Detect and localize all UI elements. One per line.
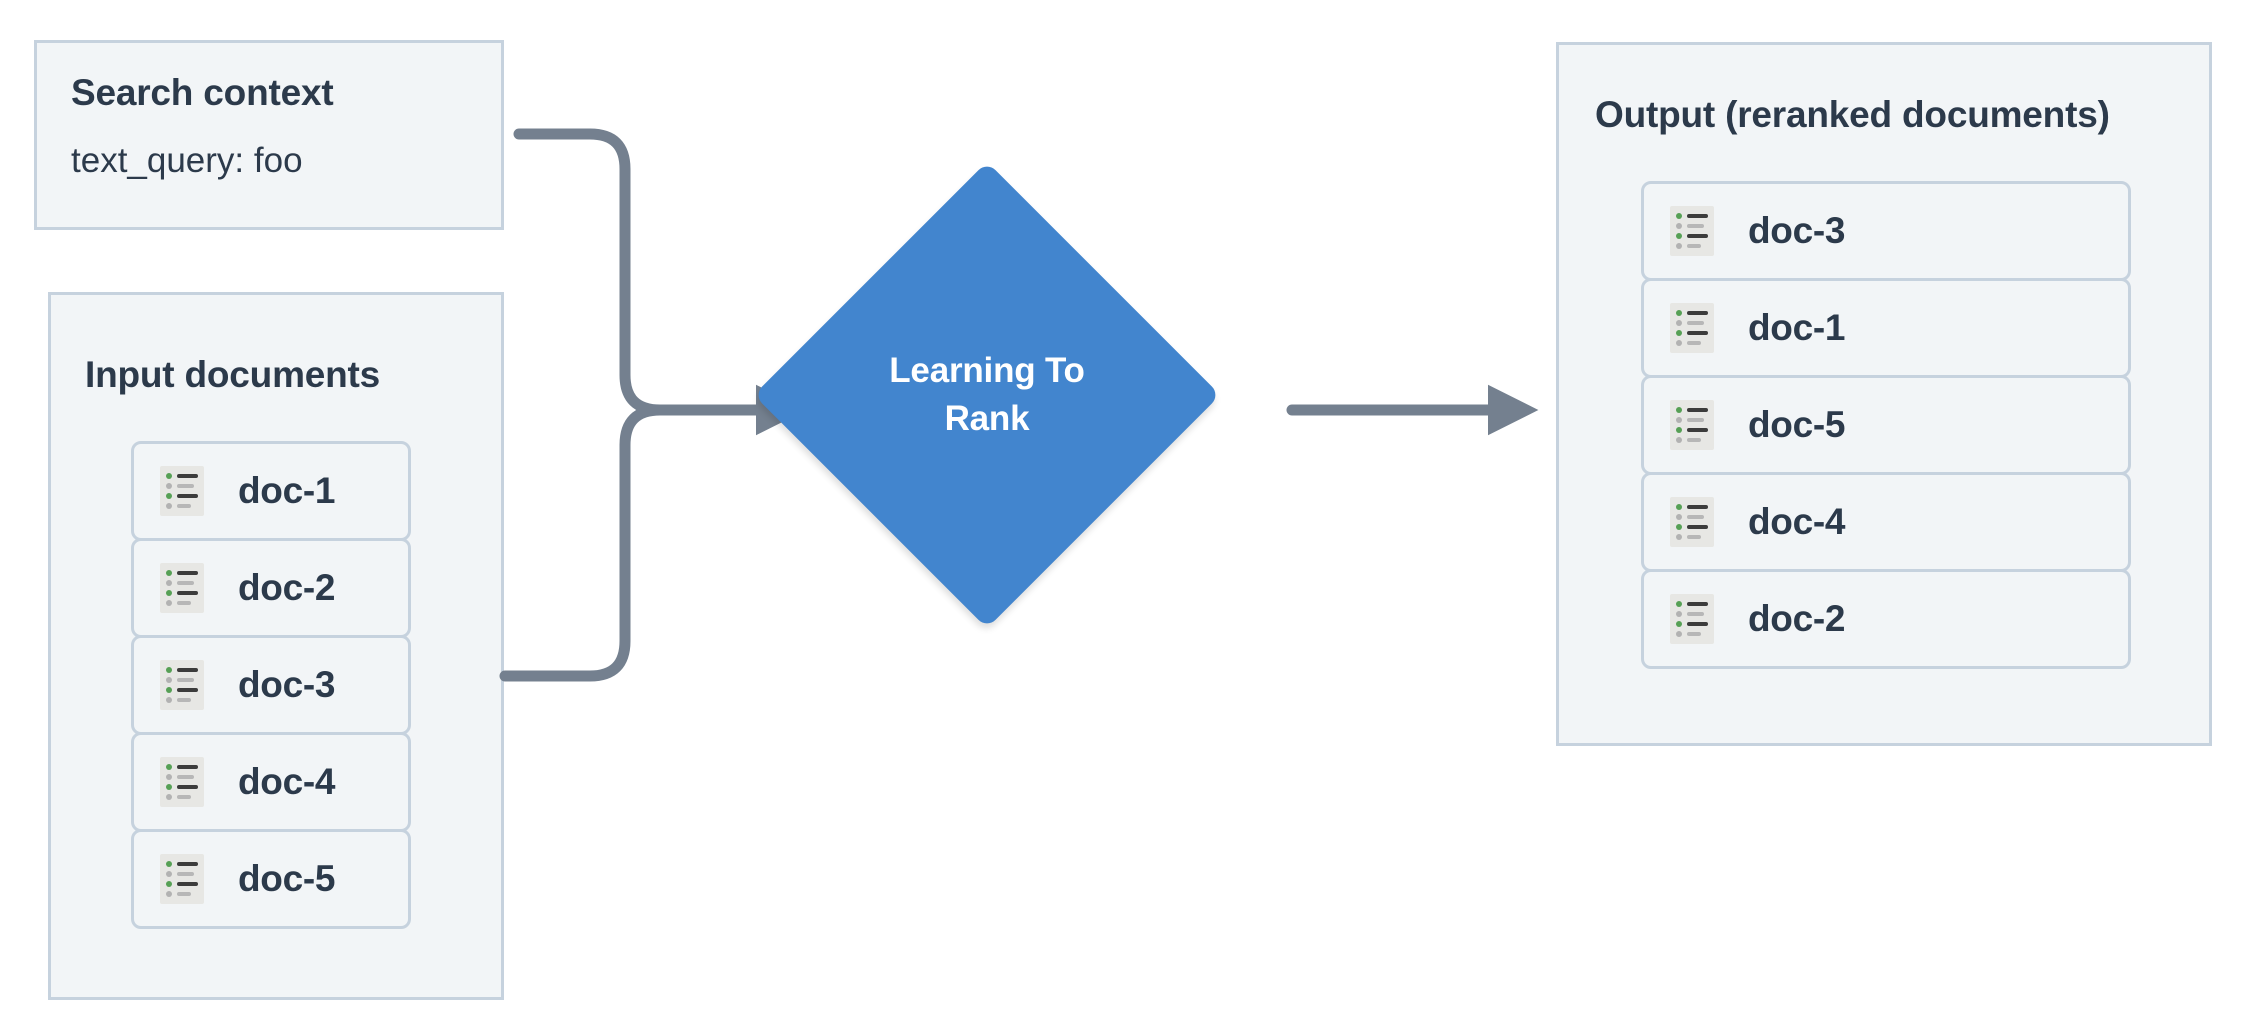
connector-search-context-to-ltr — [513, 128, 807, 436]
document-list-icon — [1670, 206, 1714, 256]
list-item[interactable]: doc-4 — [1641, 472, 2131, 572]
document-list-icon — [160, 660, 204, 710]
search-context-title: Search context — [71, 72, 334, 113]
list-item[interactable]: doc-3 — [1641, 181, 2131, 281]
connector-input-documents-to-ltr — [499, 404, 786, 682]
list-item-label: doc-4 — [238, 761, 336, 802]
search-context-panel: Search context text_query: foo — [34, 40, 504, 230]
list-item[interactable]: doc-3 — [131, 635, 411, 735]
input-documents-list: doc-1 doc-2 doc-3 — [131, 441, 411, 929]
document-list-icon — [1670, 400, 1714, 450]
learning-to-rank-label: Learning To Rank — [889, 351, 1085, 438]
input-documents-panel: Input documents doc-1 doc-2 — [48, 292, 504, 1000]
list-item[interactable]: doc-5 — [131, 829, 411, 929]
list-item[interactable]: doc-4 — [131, 732, 411, 832]
document-list-icon — [160, 466, 204, 516]
document-list-icon — [160, 563, 204, 613]
list-item-label: doc-1 — [1748, 307, 1846, 348]
list-item-label: doc-2 — [238, 567, 336, 608]
list-item-label: doc-5 — [1748, 404, 1846, 445]
output-documents-list: doc-3 doc-1 doc-5 — [1641, 181, 2131, 669]
list-item[interactable]: doc-2 — [1641, 569, 2131, 669]
document-list-icon — [160, 854, 204, 904]
output-panel: Output (reranked documents) doc-3 — [1556, 42, 2212, 746]
list-item[interactable]: doc-2 — [131, 538, 411, 638]
list-item-label: doc-3 — [1748, 210, 1846, 251]
list-item-label: doc-4 — [1748, 501, 1846, 542]
document-list-icon — [160, 757, 204, 807]
list-item-label: doc-2 — [1748, 598, 1846, 639]
output-panel-title: Output (reranked documents) — [1595, 94, 2110, 135]
list-item[interactable]: doc-1 — [1641, 278, 2131, 378]
list-item-label: doc-3 — [238, 664, 336, 705]
document-list-icon — [1670, 303, 1714, 353]
list-item[interactable]: doc-5 — [1641, 375, 2131, 475]
search-context-field-text-query: text_query: foo — [71, 141, 303, 180]
learning-to-rank-node[interactable]: Learning To Rank — [753, 161, 1221, 629]
document-list-icon — [1670, 497, 1714, 547]
input-documents-title: Input documents — [85, 354, 381, 395]
list-item-label: doc-5 — [238, 858, 336, 899]
list-item[interactable]: doc-1 — [131, 441, 411, 541]
document-list-icon — [1670, 594, 1714, 644]
list-item-label: doc-1 — [238, 470, 336, 511]
